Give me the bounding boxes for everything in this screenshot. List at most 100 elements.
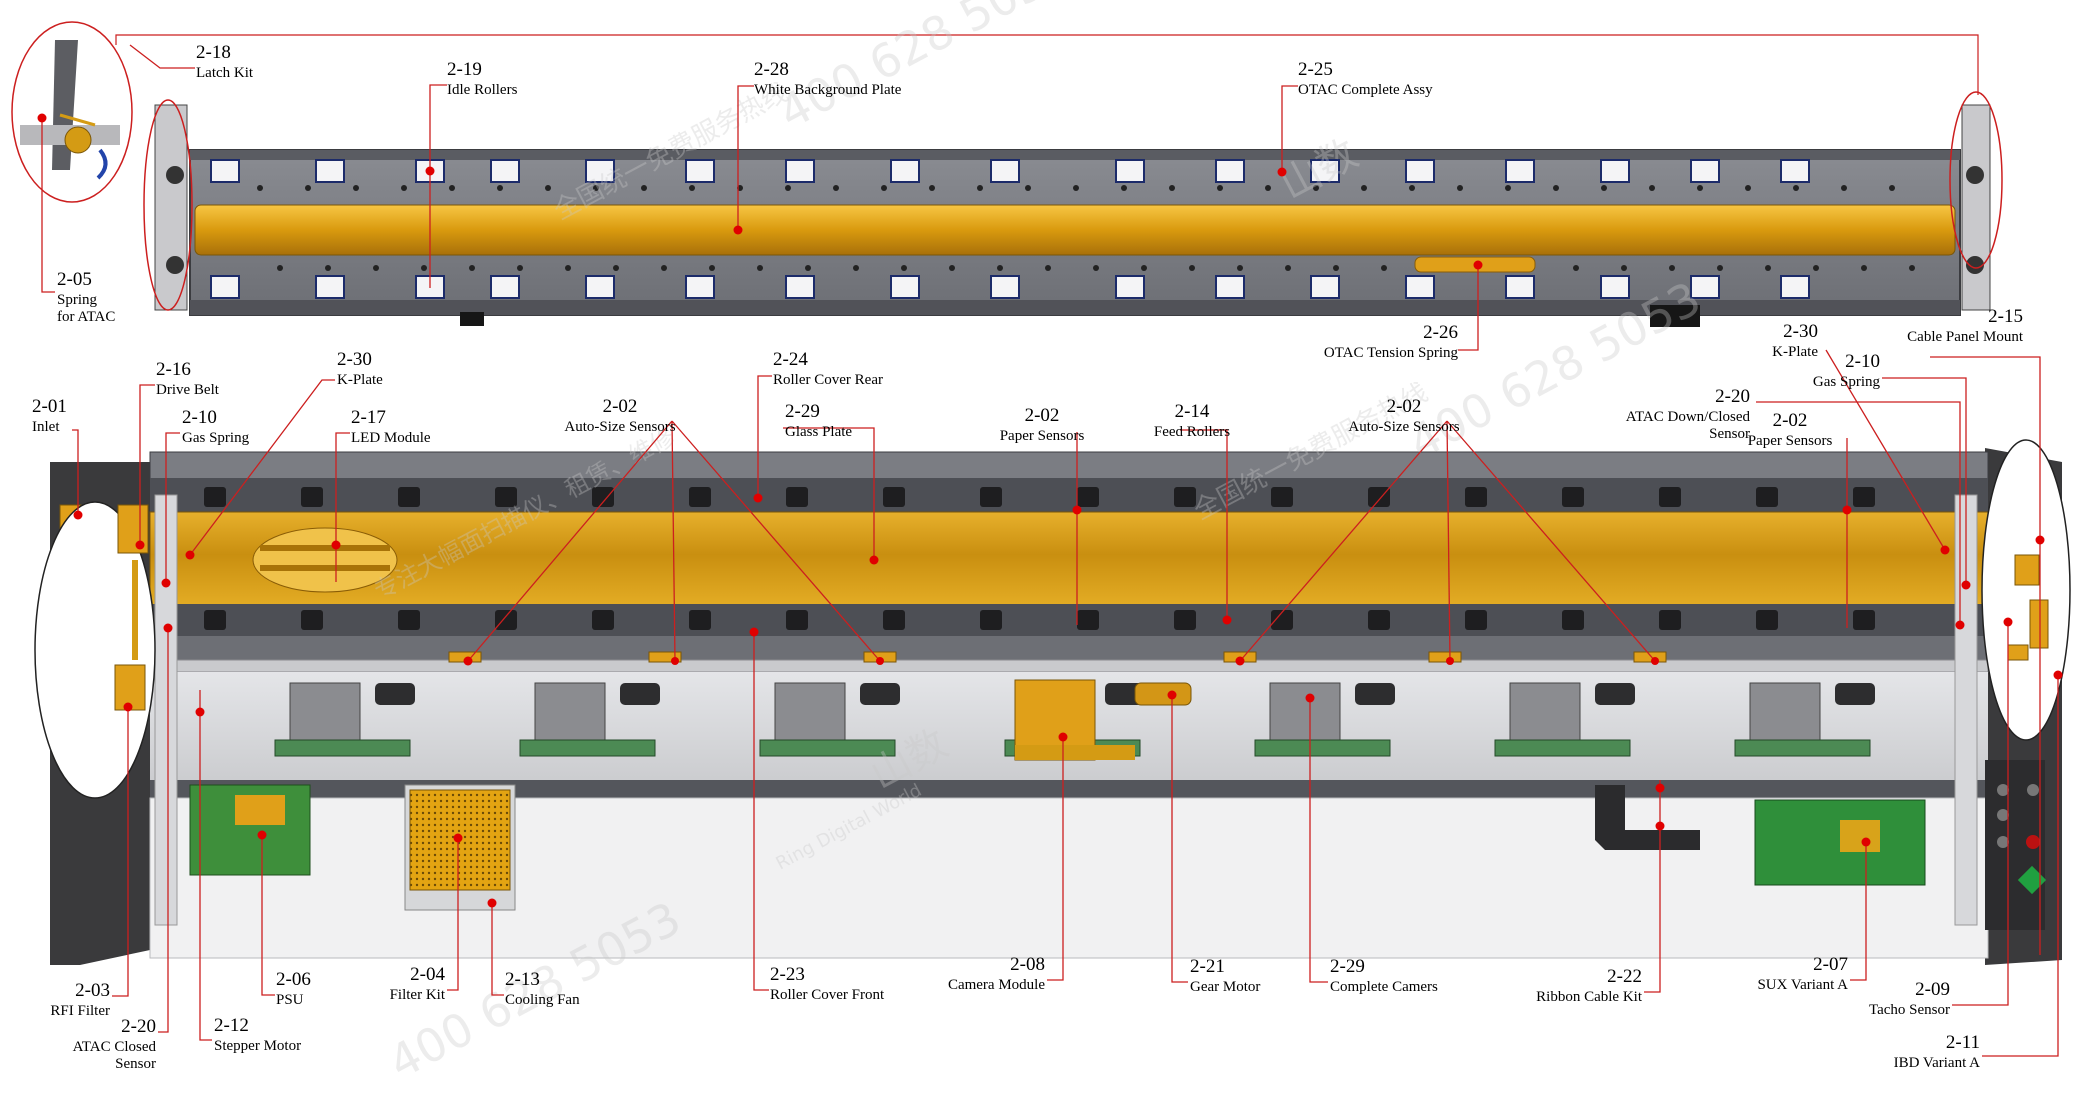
part-number: 2-16	[156, 359, 191, 380]
mount-hole	[757, 265, 763, 271]
idle-roller	[585, 275, 615, 299]
part-name: ATAC Closed	[73, 1039, 157, 1055]
callout-dot	[1861, 837, 1871, 847]
mount-hole	[641, 185, 647, 191]
callout-leaders	[37, 44, 2063, 1057]
roller-slot	[883, 487, 905, 507]
idle-roller	[1115, 275, 1145, 299]
roller-slot	[204, 487, 226, 507]
roller-slot	[1077, 610, 1099, 630]
part-number: 2-10	[182, 407, 217, 428]
idle-roller	[785, 159, 815, 183]
roller-cover-front-slots	[204, 610, 1875, 630]
leader-line	[139, 384, 155, 545]
part-name: Inlet	[32, 419, 60, 435]
roller-slot	[1368, 610, 1390, 630]
roller-slot	[980, 487, 1002, 507]
part-number: 2-21	[1190, 956, 1225, 977]
part-number: 2-30	[1783, 321, 1818, 342]
callout-dot	[869, 555, 879, 565]
leader-line	[757, 375, 772, 498]
part-name: Glass Plate	[785, 424, 852, 440]
mount-hole	[1045, 265, 1051, 271]
right-end-plate	[1961, 104, 1991, 311]
part-name: Camera Module	[948, 977, 1045, 993]
part-number: 2-03	[75, 980, 110, 1001]
latch-callout-ring	[143, 99, 193, 311]
callout-dot	[749, 627, 759, 637]
mount-hole	[1217, 185, 1223, 191]
leader-line	[1850, 842, 1867, 981]
mount-hole	[977, 185, 983, 191]
part-number: 2-02	[1773, 410, 1808, 431]
part-name: Auto-Size Sensors	[1348, 419, 1459, 435]
leader-line	[1644, 780, 1661, 993]
roller-slot	[883, 610, 905, 630]
part-name: Paper Sensors	[1748, 433, 1833, 449]
mount-hole	[1669, 265, 1675, 271]
roller-slot	[1562, 610, 1584, 630]
callout-dot	[671, 657, 679, 665]
mount-hole	[949, 265, 955, 271]
callout-dot	[2035, 535, 2045, 545]
leader-line	[1446, 420, 1451, 662]
part-number: 2-02	[1025, 405, 1060, 426]
callout-dot	[161, 578, 171, 588]
idle-roller	[585, 159, 615, 183]
part-name: Cooling Fan	[505, 992, 580, 1008]
part-number: 2-24	[773, 349, 808, 370]
part-name: Stepper Motor	[214, 1038, 301, 1054]
leader-line	[1309, 698, 1328, 983]
idle-roller	[1690, 159, 1720, 183]
mount-hole	[1093, 265, 1099, 271]
scanner-body	[50, 448, 2062, 965]
callout-dot	[195, 707, 205, 717]
mount-hole	[881, 185, 887, 191]
mount-hole	[277, 265, 283, 271]
callout-dot	[185, 550, 195, 560]
part-name: Spring	[57, 292, 98, 308]
part-name: for ATAC	[57, 309, 115, 325]
idle-roller	[890, 159, 920, 183]
callout-dot	[1961, 580, 1971, 590]
mount-hole	[1361, 185, 1367, 191]
roller-slot	[786, 487, 808, 507]
part-number: 2-22	[1607, 966, 1642, 987]
roller-slot	[495, 610, 517, 630]
idle-roller	[685, 275, 715, 299]
leader-line	[189, 379, 335, 556]
callout-dot	[1167, 690, 1177, 700]
leader-line	[1756, 401, 1961, 625]
mount-hole	[1409, 185, 1415, 191]
part-name: Idle Rollers	[447, 82, 518, 98]
roller-slot	[1077, 487, 1099, 507]
idle-roller	[1600, 159, 1630, 183]
callout-dot	[1222, 615, 1232, 625]
callout-dot	[135, 540, 145, 550]
right-zoom-ring	[1981, 439, 2071, 741]
part-number: 2-28	[754, 59, 789, 80]
camera-motor	[860, 683, 900, 705]
idle-roller	[1215, 275, 1245, 299]
ribbon-cable	[1595, 785, 1700, 850]
part-number: 2-25	[1298, 59, 1333, 80]
mount-hole	[1237, 265, 1243, 271]
leader-line	[491, 903, 504, 996]
roller-slot	[1271, 610, 1293, 630]
mount-hole	[1601, 185, 1607, 191]
mount-hole	[401, 185, 407, 191]
mount-hole	[565, 265, 571, 271]
mount-hole	[1285, 265, 1291, 271]
